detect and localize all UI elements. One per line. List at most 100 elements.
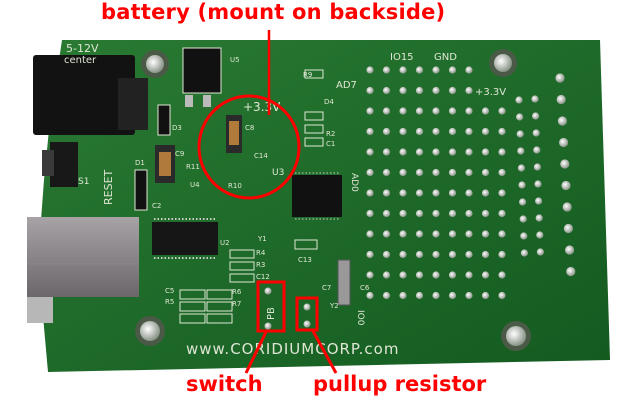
- grid-hole: [481, 250, 490, 259]
- silk-r7: R7: [232, 300, 241, 308]
- silk-s1: S1: [78, 177, 89, 187]
- grid-hole: [448, 148, 457, 156]
- grid-hole: [399, 209, 407, 218]
- grid-hole: [481, 168, 490, 177]
- grid-hole: [366, 127, 374, 136]
- grid-hole: [565, 245, 575, 255]
- grid-hole: [532, 112, 540, 120]
- grid-hole: [498, 189, 506, 197]
- silk-gnd: GND: [434, 52, 457, 63]
- silk-c5: C5: [165, 287, 174, 295]
- silk-r6: R6: [232, 288, 242, 296]
- grid-hole: [448, 107, 457, 115]
- grid-hole: [382, 209, 391, 218]
- grid-hole: [399, 291, 407, 300]
- grid-hole: [432, 209, 440, 218]
- silk-io15: IO15: [390, 52, 414, 63]
- grid-hole: [366, 189, 374, 197]
- grid-hole: [465, 86, 473, 95]
- grid-hole: [399, 230, 407, 238]
- grid-hole: [532, 129, 540, 137]
- silk-r10: R10: [228, 182, 242, 190]
- grid-hole: [516, 113, 524, 121]
- grid-hole: [515, 96, 523, 104]
- grid-hole: [562, 202, 572, 212]
- grid-hole: [520, 249, 529, 257]
- grid-hole: [448, 189, 457, 197]
- grid-hole: [516, 130, 524, 138]
- grid-hole: [448, 250, 457, 259]
- grid-hole: [534, 180, 542, 188]
- grid-hole: [382, 127, 391, 136]
- silk-d3: D3: [172, 124, 182, 132]
- silk-ad0: AD0: [349, 173, 359, 192]
- grid-hole: [399, 127, 407, 136]
- grid-hole: [432, 86, 440, 95]
- grid-hole: [382, 271, 391, 279]
- grid-hole: [498, 107, 506, 115]
- grid-hole: [481, 291, 490, 300]
- silk-r5: R5: [165, 298, 174, 306]
- silk-center: center: [64, 55, 97, 66]
- grid-hole: [382, 230, 391, 238]
- grid-hole: [432, 291, 440, 300]
- grid-hole: [415, 127, 424, 136]
- grid-hole: [366, 291, 374, 300]
- grid-hole: [566, 266, 576, 277]
- grid-hole: [382, 250, 391, 259]
- grid-hole: [415, 271, 424, 279]
- switch-highlight-box: [256, 280, 286, 333]
- grid-hole: [415, 250, 424, 259]
- grid-hole: [432, 230, 440, 238]
- grid-hole: [382, 291, 391, 300]
- grid-hole: [366, 230, 374, 238]
- grid-hole: [498, 230, 506, 238]
- silk-reset: RESET: [102, 169, 115, 205]
- grid-hole: [415, 107, 424, 115]
- grid-hole: [399, 86, 407, 95]
- grid-hole: [448, 127, 457, 136]
- silk-3v3-left: +3.3V: [243, 100, 281, 114]
- grid-hole: [432, 148, 440, 156]
- grid-hole: [498, 291, 506, 300]
- grid-hole: [535, 197, 543, 205]
- switch-pointer-line: [244, 331, 268, 374]
- grid-hole: [517, 147, 525, 155]
- grid-hole: [559, 137, 569, 148]
- grid-hole: [399, 250, 407, 259]
- grid-hole: [465, 230, 473, 238]
- grid-hole: [556, 94, 566, 105]
- grid-hole: [465, 189, 473, 197]
- silk-r11: R11: [186, 163, 200, 171]
- grid-hole: [531, 95, 539, 103]
- grid-hole: [498, 250, 506, 259]
- grid-hole: [399, 189, 407, 197]
- silk-c12: C12: [256, 273, 270, 281]
- grid-hole: [465, 66, 473, 74]
- mounting-holes: [135, 49, 531, 351]
- silk-ad7: AD7: [336, 80, 357, 91]
- silk-u2: U2: [220, 239, 230, 247]
- grid-hole: [481, 271, 490, 279]
- silk-c2: C2: [152, 202, 161, 210]
- grid-hole: [517, 164, 526, 172]
- grid-hole: [465, 271, 473, 279]
- pullup-highlight-box: [295, 296, 319, 332]
- grid-hole: [399, 271, 407, 279]
- grid-hole: [561, 180, 571, 191]
- usb-connector: [27, 217, 139, 297]
- grid-hole: [448, 209, 457, 218]
- grid-hole: [432, 189, 440, 197]
- prototype-hole-grid: [366, 66, 576, 300]
- grid-hole: [465, 107, 473, 115]
- grid-hole: [448, 230, 457, 238]
- silk-voltage-in: 5-12V: [66, 42, 99, 55]
- silk-u5: U5: [230, 56, 240, 64]
- grid-hole: [465, 127, 473, 136]
- silk-c1: C1: [326, 140, 335, 148]
- silk-r2: R2: [326, 130, 335, 138]
- grid-hole: [448, 168, 457, 177]
- power-jack: [33, 55, 135, 135]
- grid-hole: [498, 168, 506, 177]
